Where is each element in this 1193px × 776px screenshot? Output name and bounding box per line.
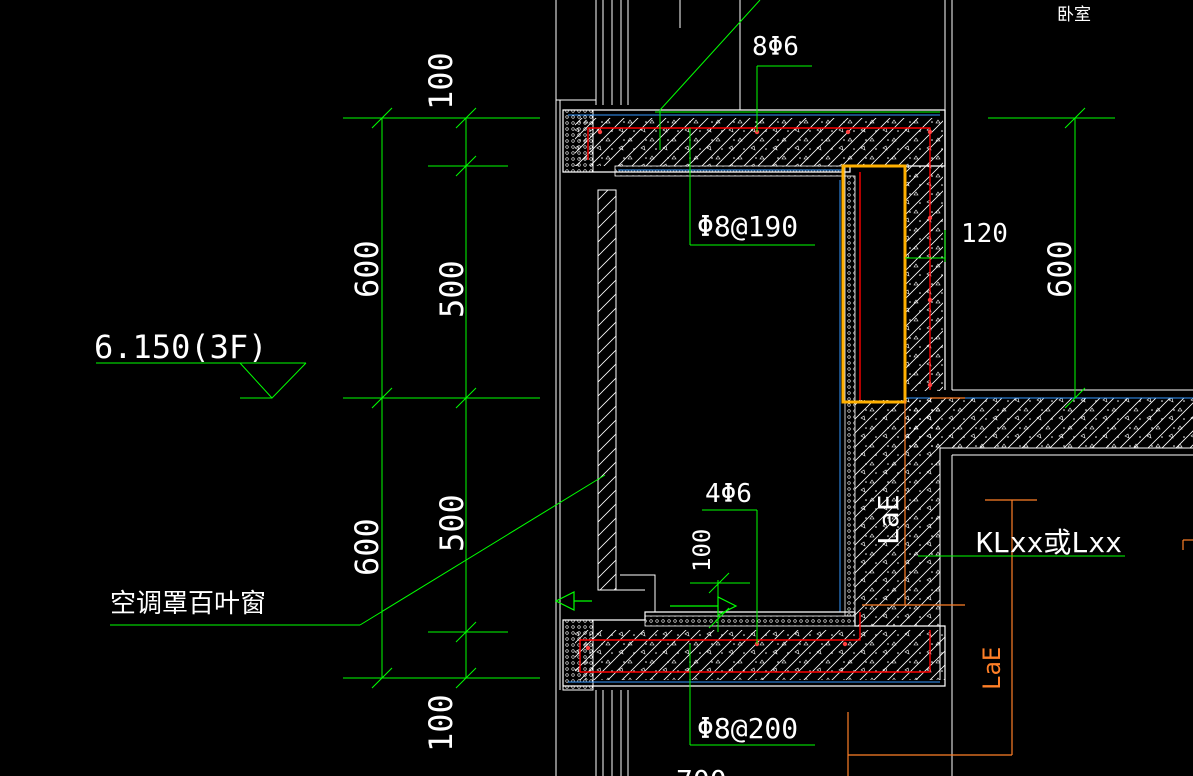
dimension-lines <box>96 0 1125 746</box>
top-rebar-label: 8Φ6 <box>752 32 799 62</box>
anchorage-vertical-label: LaE <box>872 494 905 545</box>
louver-label: 空调罩百叶窗 <box>110 589 266 619</box>
dim-outer-lower: 600 <box>348 518 386 576</box>
wall-lines <box>555 0 1193 776</box>
dim-inner-lower: 500 <box>433 494 471 552</box>
beam-label: KLxx或Lxx <box>976 526 1122 559</box>
side-thickness-label: 120 <box>961 219 1008 249</box>
top-stirrup-label: Φ8@190 <box>697 210 798 243</box>
top-slab <box>562 109 946 177</box>
dim-right: 600 <box>1041 240 1079 298</box>
dim-outer-top: 100 <box>422 52 460 110</box>
bottom-rebar-label: 4Φ6 <box>705 479 752 509</box>
highlight-frame <box>841 164 907 404</box>
floor-beam <box>905 397 1193 680</box>
right-box-wall <box>839 110 946 626</box>
bottom-width-label: 700 <box>676 764 727 776</box>
rebar-lines <box>579 127 931 673</box>
dim-outer-bottom: 100 <box>422 694 460 752</box>
bottom-offset-label: 100 <box>688 529 716 572</box>
bottom-stirrup-label: Φ8@200 <box>697 712 798 745</box>
left-wall-hatch <box>597 189 617 591</box>
room-name-label: 卧室 <box>1057 5 1091 25</box>
elevation-label: 6.150(3F) <box>94 328 267 366</box>
anchorage-side-label: LaE <box>978 647 1006 690</box>
dim-inner-upper: 500 <box>433 260 471 318</box>
dim-outer-upper: 600 <box>348 240 386 298</box>
anchorage-lines <box>847 397 1193 776</box>
vent-arrows <box>554 591 738 616</box>
